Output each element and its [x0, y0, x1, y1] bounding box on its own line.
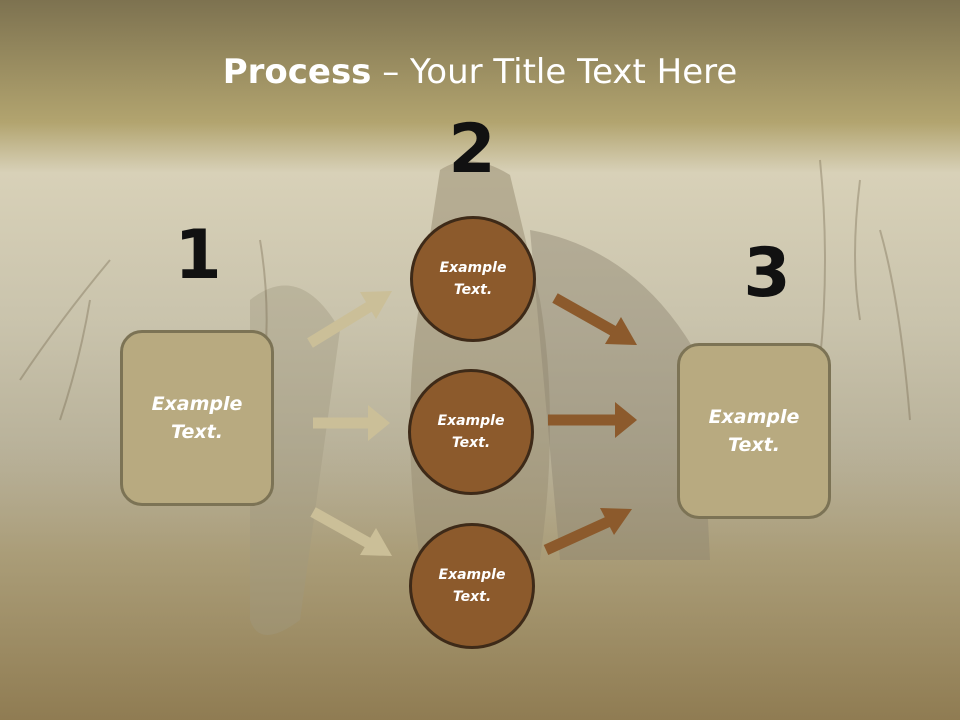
step-number-3: 3	[743, 234, 791, 313]
step-3-box[interactable]: Example Text.	[677, 343, 831, 519]
arrow-1-to-top	[307, 291, 392, 348]
title-rest: – Your Title Text Here	[371, 52, 738, 92]
step-3-text: Example Text.	[708, 405, 800, 457]
title-bold: Process	[222, 52, 372, 92]
circle-middle-text: Example Text.	[437, 412, 505, 451]
step-2-circle-middle[interactable]: Example Text.	[408, 369, 534, 495]
step-2-circle-top[interactable]: Example Text.	[410, 216, 536, 342]
slide-title: Process – Your Title Text Here	[0, 52, 960, 92]
circle-bottom-text: Example Text.	[438, 566, 506, 605]
step-2-circle-bottom[interactable]: Example Text.	[409, 523, 535, 649]
arrow-top-to-3	[552, 293, 637, 345]
circle-top-text: Example Text.	[439, 259, 507, 298]
step-1-box[interactable]: Example Text.	[120, 330, 274, 506]
step-number-2: 2	[448, 110, 496, 189]
arrow-1-to-bottom	[310, 507, 392, 556]
step-1-text: Example Text.	[151, 392, 243, 444]
arrow-middle-to-3	[548, 402, 637, 438]
step-number-1: 1	[174, 216, 222, 295]
arrow-1-to-middle	[313, 405, 390, 441]
arrow-bottom-to-3	[543, 508, 632, 556]
